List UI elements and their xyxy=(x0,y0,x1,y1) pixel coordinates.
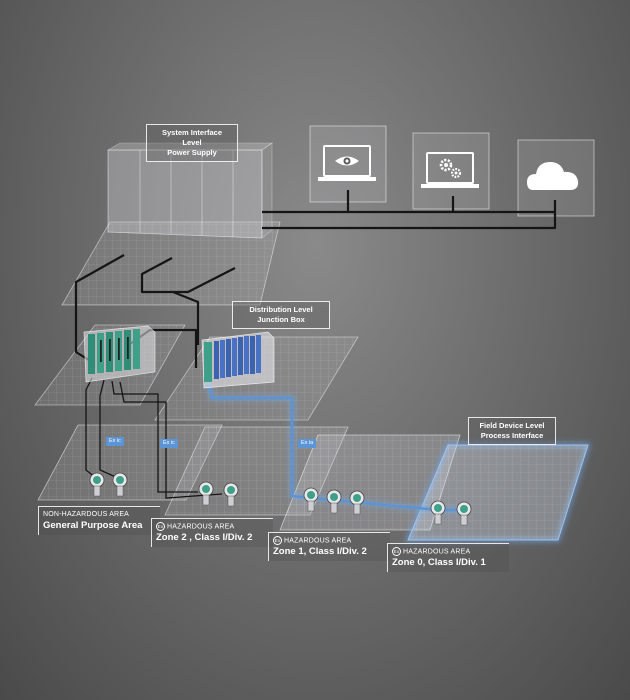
field-device-level-label: Field Device Level Process Interface xyxy=(468,417,556,445)
power-supply-cabinet xyxy=(106,142,273,239)
field-device xyxy=(326,489,342,514)
field-device xyxy=(89,472,105,497)
area-name: Zone 1, Class I/Div. 2 xyxy=(273,546,367,558)
field-device xyxy=(349,490,365,515)
area-type: HAZARDOUS AREA xyxy=(284,537,352,545)
field-cables xyxy=(85,377,223,499)
area-label-general: NON-HAZARDOUS AREA General Purpose Area xyxy=(38,506,160,535)
ex-tag-ia: Ex ia xyxy=(298,439,317,448)
box-engineering xyxy=(412,132,490,210)
system-plane xyxy=(61,221,281,306)
label-line2: Junction Box xyxy=(257,315,305,324)
area-type: HAZARDOUS AREA xyxy=(167,523,235,531)
area-name: General Purpose Area xyxy=(43,520,143,531)
area-type: NON-HAZARDOUS AREA xyxy=(43,511,130,518)
interface-boxes xyxy=(309,125,595,217)
label-line1: Field Device Level xyxy=(479,421,545,430)
area-name: Zone 0, Class I/Div. 1 xyxy=(392,557,486,569)
field-device xyxy=(112,472,128,497)
area-name: Zone 2 , Class I/Div. 2 xyxy=(156,532,253,544)
label-line2: Process Interface xyxy=(480,431,544,440)
field-device xyxy=(456,501,472,526)
area-type: HAZARDOUS AREA xyxy=(403,548,471,556)
ex-symbol-icon: Ex xyxy=(392,547,401,556)
field-device xyxy=(430,500,446,525)
field-device xyxy=(198,481,214,506)
field-device xyxy=(223,482,239,507)
black-cables xyxy=(74,190,557,368)
field-devices xyxy=(89,472,472,526)
ex-tag-ic: Ex ic xyxy=(106,437,124,446)
label-line1: System Interface Level xyxy=(161,128,223,147)
monitor-eye-icon xyxy=(318,145,376,181)
system-interface-level-label: System Interface Level Power Supply xyxy=(146,124,238,162)
label-line2: Power Supply xyxy=(167,148,217,157)
junction-box-1 xyxy=(83,325,156,383)
distribution-level-label: Distribution Level Junction Box xyxy=(232,301,330,329)
ex-symbol-icon: Ex xyxy=(156,522,165,531)
monitor-gears-icon xyxy=(421,152,479,188)
cloud-icon xyxy=(527,162,579,190)
label-line1: Distribution Level xyxy=(249,305,313,314)
field-device xyxy=(303,487,319,512)
ex-symbol-icon: Ex xyxy=(273,536,282,545)
ex-tag-ic-2: Ex ic xyxy=(160,439,178,448)
junction-box-2 xyxy=(201,331,275,389)
plane-zone0-grid xyxy=(408,445,588,540)
